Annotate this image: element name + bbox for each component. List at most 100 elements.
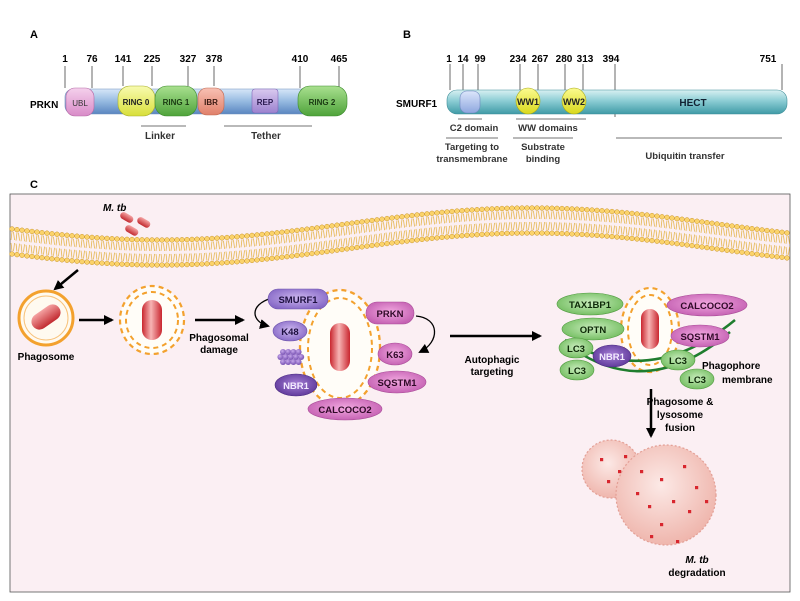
mtb-debris — [600, 455, 709, 544]
lc3-protein-2 — [559, 359, 595, 381]
calcoco2-label-right: CALCOCO2 — [680, 301, 733, 312]
panel-b: B SMURF1 1 14 99 234 267 280 313 394 751 — [396, 29, 788, 165]
panel-a-letter: A — [30, 29, 38, 41]
lc3-protein-3 — [660, 349, 696, 371]
k48-chain — [272, 320, 308, 342]
lc3-label-3: LC3 — [669, 356, 687, 367]
panel-a: A PRKN 1 76 141 225 327 378 410 465 UBL … — [30, 29, 348, 142]
rep-domain — [251, 88, 279, 114]
panel-b-letter: B — [403, 29, 411, 41]
ww1-label: WW1 — [517, 97, 539, 107]
calcoco2-protein-right — [666, 293, 748, 317]
autophagic-targeting-label-2: targeting — [471, 367, 514, 378]
substrate-label-2: binding — [526, 154, 560, 165]
ring0-label: RING 0 — [123, 98, 150, 107]
ibr-label: IBR — [204, 98, 218, 107]
phagosomal-damage-label-2: damage — [200, 345, 238, 356]
phagosome-label: Phagosome — [18, 352, 75, 363]
smurf1-pos-1: 1 — [446, 54, 452, 65]
phagophore-label-2: membrane — [722, 375, 773, 386]
prkn-pos-141: 141 — [115, 54, 132, 65]
prkn-protein — [365, 301, 415, 325]
calcoco2-protein-left — [307, 397, 383, 421]
smurf1-protein-label-c: SMURF1 — [278, 295, 318, 306]
smurf1-pos-99: 99 — [474, 54, 486, 65]
lc3-label-1: LC3 — [567, 344, 585, 355]
plasma-membrane — [9, 205, 790, 268]
ring2-label: RING 2 — [309, 98, 336, 107]
ring1-domain — [154, 85, 198, 117]
smurf1-k48-arrow — [254, 297, 273, 329]
ww-domains-label: WW domains — [518, 123, 578, 134]
lc3-protein-4 — [679, 368, 715, 390]
smurf1-pos-313: 313 — [577, 54, 594, 65]
smurf1-protein-label: SMURF1 — [396, 99, 438, 110]
prkn-label-c: PRKN — [377, 309, 404, 320]
smurf1-pos-234: 234 — [510, 54, 527, 65]
substrate-label-1: Substrate — [521, 142, 565, 153]
ww2-domain — [561, 87, 587, 115]
prkn-pos-225: 225 — [144, 54, 161, 65]
fusion-label-3: fusion — [665, 423, 695, 434]
prkn-pos-378: 378 — [206, 54, 223, 65]
lc3-protein-1 — [558, 337, 594, 359]
targeting-label-1: Targeting to — [445, 142, 499, 153]
sqstm1-label-left: SQSTM1 — [377, 378, 417, 389]
nbr1-protein-left — [274, 373, 318, 397]
autolysosome — [615, 444, 717, 546]
smurf1-pos-267: 267 — [532, 54, 549, 65]
degradation-label-1: M. tb — [685, 555, 708, 566]
ring2-domain — [297, 85, 348, 117]
smurf1-pos-751: 751 — [760, 54, 777, 65]
ibr-domain — [197, 87, 225, 116]
nbr1-label-right: NBR1 — [599, 352, 626, 363]
linker-label: Linker — [145, 131, 175, 142]
nbr1-label-left: NBR1 — [283, 381, 310, 392]
ww1-domain — [515, 87, 541, 115]
prkn-k63-arrow — [415, 315, 436, 353]
entry-arrow — [53, 269, 79, 291]
calcoco2-label-left: CALCOCO2 — [318, 405, 371, 416]
damaged-phagosome-bacterium — [142, 300, 162, 340]
lc3-label-2: LC3 — [568, 366, 586, 377]
sqstm1-label-right: SQSTM1 — [680, 332, 720, 343]
smurf1-pos-394: 394 — [603, 54, 620, 65]
smurf1-pos-280: 280 — [556, 54, 573, 65]
smurf1-bar — [446, 89, 788, 115]
ubiquitin-transfer-label: Ubiquitin transfer — [645, 151, 724, 162]
c2-domain-label: C2 domain — [450, 123, 499, 134]
ubl-label: UBL — [72, 99, 88, 108]
lc3-label-4: LC3 — [688, 375, 706, 386]
sqstm1-protein-left — [367, 370, 427, 394]
prkn-pos-465: 465 — [331, 54, 348, 65]
prkn-pos-410: 410 — [292, 54, 309, 65]
hect-label: HECT — [679, 98, 706, 109]
ubiquitin-cluster — [277, 349, 305, 365]
ring1-label: RING 1 — [163, 98, 190, 107]
optn-protein — [561, 317, 625, 341]
sqstm1-protein-right — [670, 324, 730, 348]
fusion-label-2: lysosome — [657, 410, 704, 421]
smurf1-protein — [267, 288, 329, 310]
smurf1-pos-14: 14 — [457, 54, 469, 65]
tax1bp1-label: TAX1BP1 — [569, 300, 612, 311]
autophagic-targeting-label-1: Autophagic — [465, 355, 520, 366]
k63-label: K63 — [386, 350, 403, 361]
ww2-label: WW2 — [563, 97, 585, 107]
phagophore-label-1: Phagophore — [702, 361, 761, 372]
central-bacterium — [330, 323, 350, 371]
targeting-label-2: transmembrane — [436, 154, 507, 165]
prkn-pos-76: 76 — [86, 54, 98, 65]
panel-c-letter: C — [30, 179, 38, 191]
tether-label: Tether — [251, 131, 281, 142]
degradation-label-2: degradation — [668, 568, 725, 579]
rep-label: REP — [257, 98, 274, 107]
prkn-position-ticks — [64, 66, 340, 88]
c2-domain — [459, 90, 481, 114]
phagosome-bacterium — [31, 304, 61, 330]
targeted-bacterium — [641, 309, 659, 349]
panel-c: C M. tb Phagosome Phagosomal damage — [9, 179, 791, 593]
prkn-pos-1: 1 — [62, 54, 68, 65]
k63-chain — [377, 342, 413, 366]
